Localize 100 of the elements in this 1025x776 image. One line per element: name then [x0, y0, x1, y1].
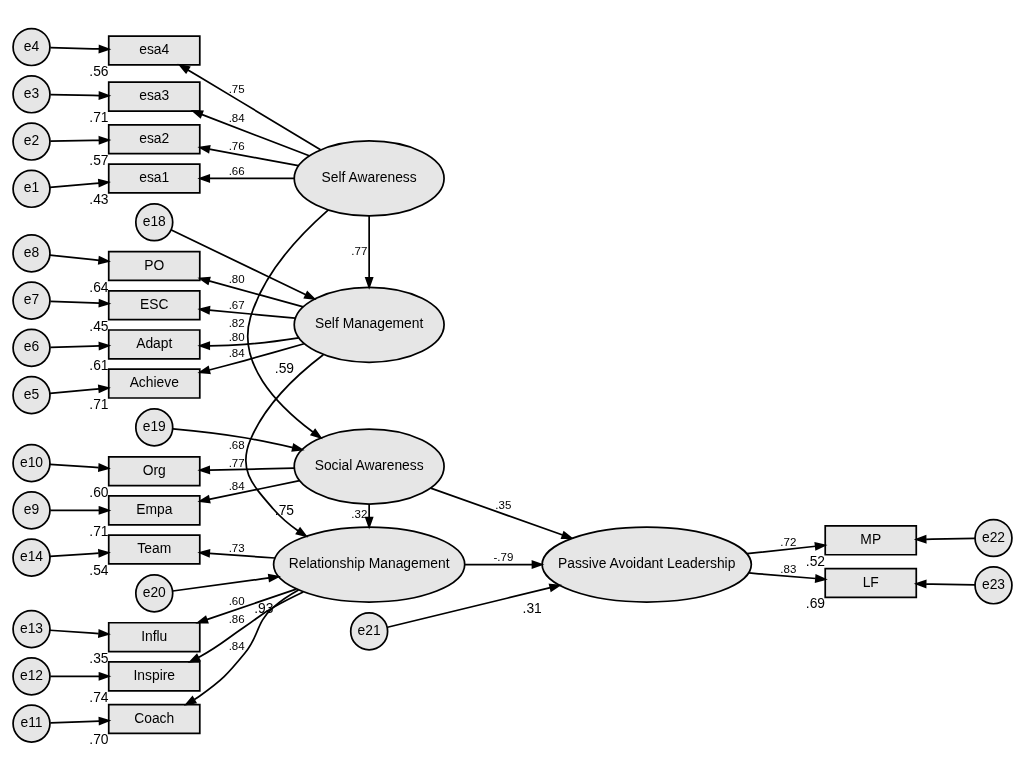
edge-label: .66: [228, 164, 245, 177]
arrow: [197, 305, 296, 319]
arrow: [197, 144, 300, 166]
node-label: .59: [274, 359, 295, 376]
node-box: esa4: [107, 34, 201, 66]
node-circle: e2: [12, 121, 51, 161]
node-label: .54: [89, 561, 109, 578]
edge-label: .77: [228, 456, 245, 469]
edge-label: .72: [780, 535, 797, 548]
arrow: [49, 253, 111, 265]
node-label: .57: [89, 151, 109, 168]
node-box: PO: [107, 250, 201, 281]
edge-label: .80: [228, 330, 245, 343]
arrow: [172, 427, 305, 452]
arrow: [49, 548, 111, 558]
arrow: [748, 571, 828, 583]
node-circle: e14: [12, 537, 51, 577]
arrow: [177, 63, 322, 151]
edge-label: .67: [228, 298, 245, 311]
node-label: .43: [89, 190, 109, 207]
arrow: [49, 716, 112, 726]
node-circle: e20: [134, 573, 174, 613]
node-circle: e10: [12, 443, 51, 482]
edge-label: .76: [228, 139, 245, 152]
arrow: [244, 353, 325, 537]
arrow: [197, 336, 300, 350]
node-box: Empa: [107, 494, 201, 526]
edge-label: .84: [228, 111, 245, 124]
node-circle: e8: [12, 233, 51, 273]
node-circle: e11: [12, 703, 51, 743]
arrow: [183, 588, 300, 706]
node-circle: e23: [974, 565, 1013, 605]
arrow: [246, 208, 329, 439]
node-circle: e12: [12, 656, 51, 696]
node-circle: e18: [134, 202, 174, 242]
node-label: .45: [89, 317, 109, 334]
arrow: [197, 548, 276, 559]
edge-label: .35: [495, 498, 512, 511]
node-box: Coach: [107, 703, 201, 734]
arrow: [913, 579, 976, 588]
node-box: Org: [107, 455, 201, 486]
edge-label: .84: [228, 479, 245, 492]
arrow: [364, 214, 374, 290]
arrow: [49, 90, 112, 100]
node-label: .71: [89, 395, 109, 412]
node-circle: e7: [12, 280, 51, 320]
arrow: [170, 228, 317, 300]
edge-label: .60: [228, 594, 245, 607]
arrow: [429, 486, 575, 539]
arrow: [49, 341, 112, 350]
node-circle: e1: [12, 169, 51, 208]
node-label: .74: [89, 688, 109, 705]
arrow: [746, 541, 828, 555]
edge-label: .83: [780, 562, 797, 575]
edge-label: .73: [228, 541, 245, 554]
arrow: [190, 109, 311, 157]
edge-label: .77: [351, 244, 368, 257]
node-label: .52: [805, 552, 826, 569]
node-label: .75: [274, 501, 295, 518]
arrow: [197, 479, 301, 503]
node-box: esa2: [107, 123, 201, 155]
node-circle: e5: [12, 375, 51, 414]
node-label: .69: [805, 594, 826, 611]
edge-label: .84: [228, 346, 245, 359]
node-box: Influ: [107, 621, 201, 652]
edge-label: .84: [228, 639, 245, 652]
arrow: [49, 505, 112, 515]
edge-label: .80: [228, 272, 245, 285]
edge-label: .32: [351, 507, 368, 520]
node-box: MP: [824, 524, 918, 556]
node-box: Team: [107, 533, 201, 565]
arrow: [464, 559, 545, 569]
arrow: [187, 590, 305, 663]
node-label: .61: [89, 356, 109, 373]
edge-label: .75: [228, 82, 245, 95]
node-circle: e22: [974, 518, 1013, 557]
edge-label: .86: [228, 612, 245, 625]
arrow: [171, 573, 281, 592]
node-label: .31: [522, 599, 542, 616]
node-circle: e3: [12, 74, 51, 114]
arrow: [197, 173, 296, 183]
node-box: ESC: [107, 289, 201, 320]
arrow: [386, 583, 562, 628]
edge-label: .82: [228, 316, 245, 329]
node-ellipse: Passive Avoidant Leadership: [541, 525, 753, 603]
node-ellipse: Self Awareness: [293, 139, 445, 217]
arrow: [49, 383, 111, 394]
node-label: .70: [89, 730, 109, 747]
arrow: [913, 534, 976, 544]
arrow: [49, 628, 111, 638]
arrow: [49, 462, 111, 472]
node-circle: e4: [12, 27, 51, 66]
arrow: [49, 44, 112, 53]
node-circle: e13: [12, 609, 51, 648]
node-label: .56: [89, 62, 109, 79]
node-box: esa1: [107, 162, 201, 194]
arrow: [49, 671, 112, 681]
node-box: esa3: [107, 80, 201, 112]
node-label: .35: [89, 649, 109, 666]
arrow: [197, 276, 305, 308]
